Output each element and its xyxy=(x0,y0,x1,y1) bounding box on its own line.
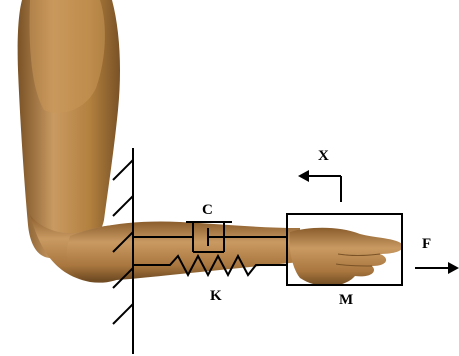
finger-crease xyxy=(337,253,381,256)
wall-hatching xyxy=(112,159,134,325)
spring-label: K xyxy=(210,288,222,304)
damper-label: C xyxy=(202,202,213,218)
displacement-arrow xyxy=(309,175,342,202)
mass-box xyxy=(286,213,403,286)
damper xyxy=(133,221,287,253)
force-arrowhead xyxy=(448,262,459,274)
forearm xyxy=(66,221,300,281)
displacement-label: X xyxy=(318,148,329,164)
displacement-arrowhead xyxy=(298,170,309,182)
hand xyxy=(289,227,403,287)
mass-label: M xyxy=(339,292,353,308)
shoulder-muscle xyxy=(29,0,105,114)
force-label: F xyxy=(422,236,431,252)
finger-crease xyxy=(335,263,373,267)
spring xyxy=(133,253,287,278)
